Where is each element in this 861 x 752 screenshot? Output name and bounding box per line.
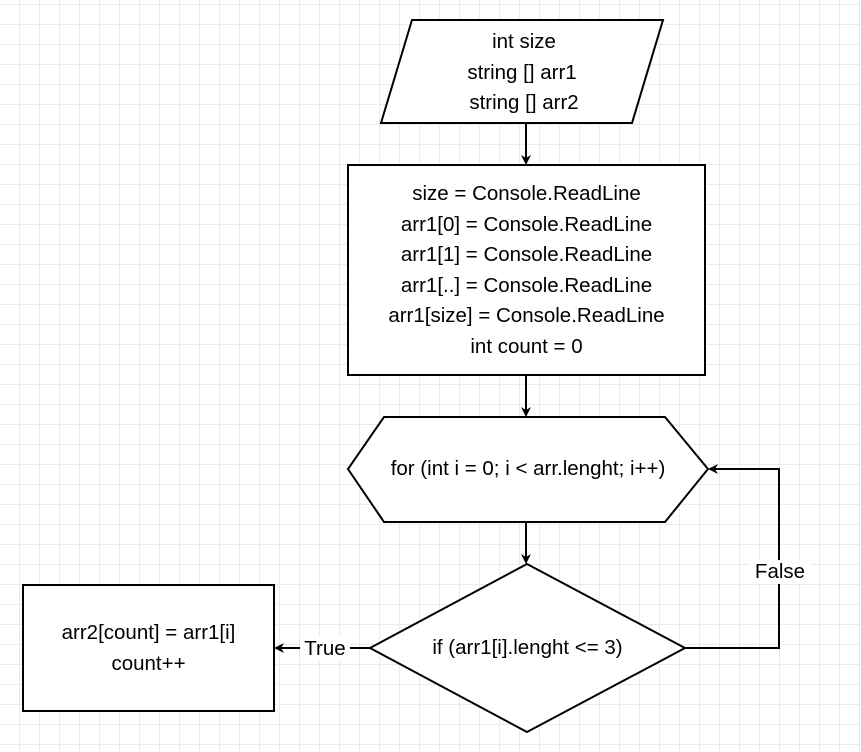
- decision-node-text: if (arr1[i].lenght <= 3): [432, 636, 623, 659]
- input-parallelogram: [379, 19, 665, 124]
- false-edge-label: False: [749, 560, 811, 584]
- action-line-2: count++: [111, 651, 186, 675]
- process-line-3: arr1[1] = Console.ReadLine: [400, 243, 653, 266]
- action-line-1: arr2[count] = arr1[i]: [61, 621, 236, 644]
- edge-decision-false-to-loop: [685, 464, 780, 649]
- input-line-2: string [] arr1: [467, 60, 577, 84]
- decision-diamond: [367, 562, 688, 734]
- process-line-1: size = Console.ReadLine: [412, 182, 641, 205]
- process-node-text: size = Console.ReadLine arr1[0] = Consol…: [348, 179, 705, 362]
- action-node-text: arr2[count] = arr1[i] count++: [23, 618, 274, 679]
- input-line-1: int size: [492, 30, 556, 53]
- true-edge-label: True: [300, 637, 350, 661]
- process-line-2: arr1[0] = Console.ReadLine: [400, 212, 653, 236]
- action-rectangle: [22, 584, 275, 712]
- input-node-text: int size string [] arr1 string [] arr2: [381, 27, 663, 119]
- process-line-4: arr1[..] = Console.ReadLine: [400, 273, 653, 297]
- process-line-5: arr1[size] = Console.ReadLine: [388, 304, 665, 327]
- process-rectangle: [347, 164, 706, 376]
- process-line-6: int count = 0: [470, 334, 583, 358]
- input-line-3: string [] arr2: [469, 91, 579, 114]
- loop-node-text: for (int i = 0; i < arr.lenght; i++): [390, 457, 666, 480]
- loop-hexagon: [346, 416, 710, 523]
